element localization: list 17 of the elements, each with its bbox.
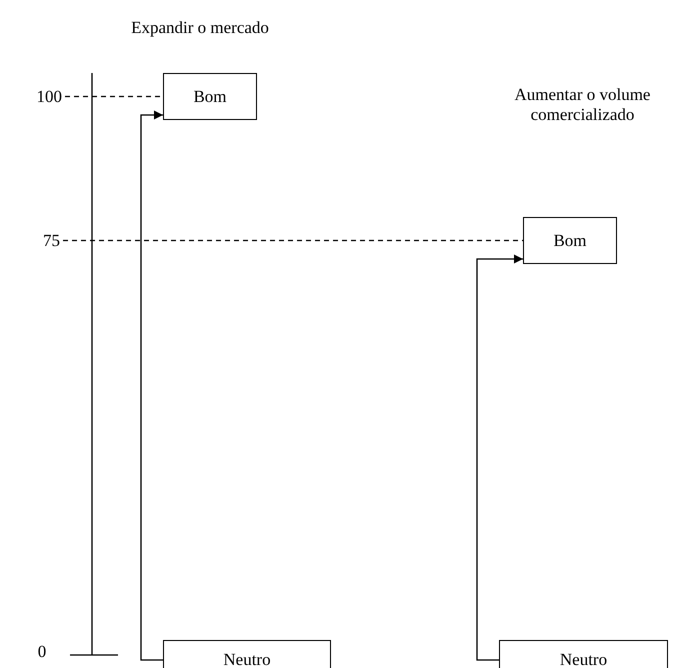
scale-value: 100 <box>22 85 62 109</box>
scale-value: 0 <box>36 642 48 662</box>
dashed-line <box>65 96 163 98</box>
box-label: Neutro <box>560 650 608 668</box>
arrow <box>140 110 163 661</box>
outcome-box <box>163 73 257 120</box>
box-label: Bom <box>553 230 587 250</box>
dashed-line <box>63 240 523 242</box>
box-label: Neutro <box>223 650 271 668</box>
heading: Aumentar o volume comercializado <box>514 85 652 125</box>
heading: Expandir o mercado <box>130 18 270 38</box>
outcome-box <box>163 640 331 668</box>
scale-value: 75 <box>28 229 60 253</box>
arrow <box>476 254 523 661</box>
outcome-box <box>523 217 617 264</box>
box-label: Bom <box>193 86 227 106</box>
outcome-box <box>499 640 668 668</box>
